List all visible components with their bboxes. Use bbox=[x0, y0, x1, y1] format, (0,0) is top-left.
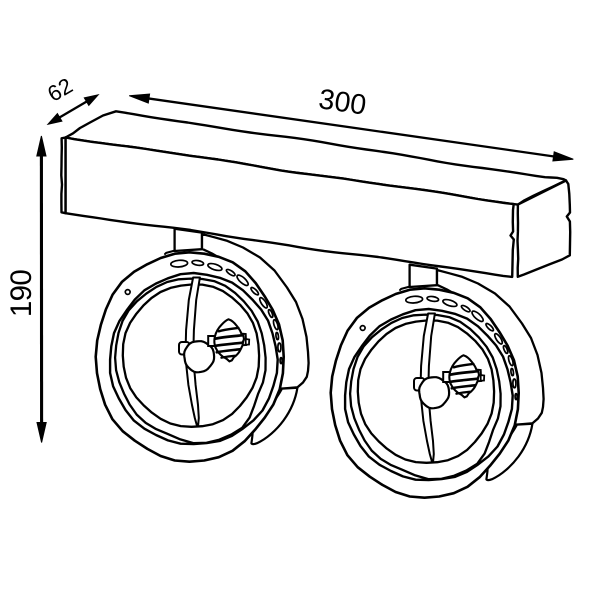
svg-text:300: 300 bbox=[317, 83, 369, 121]
svg-text:190: 190 bbox=[5, 270, 38, 317]
